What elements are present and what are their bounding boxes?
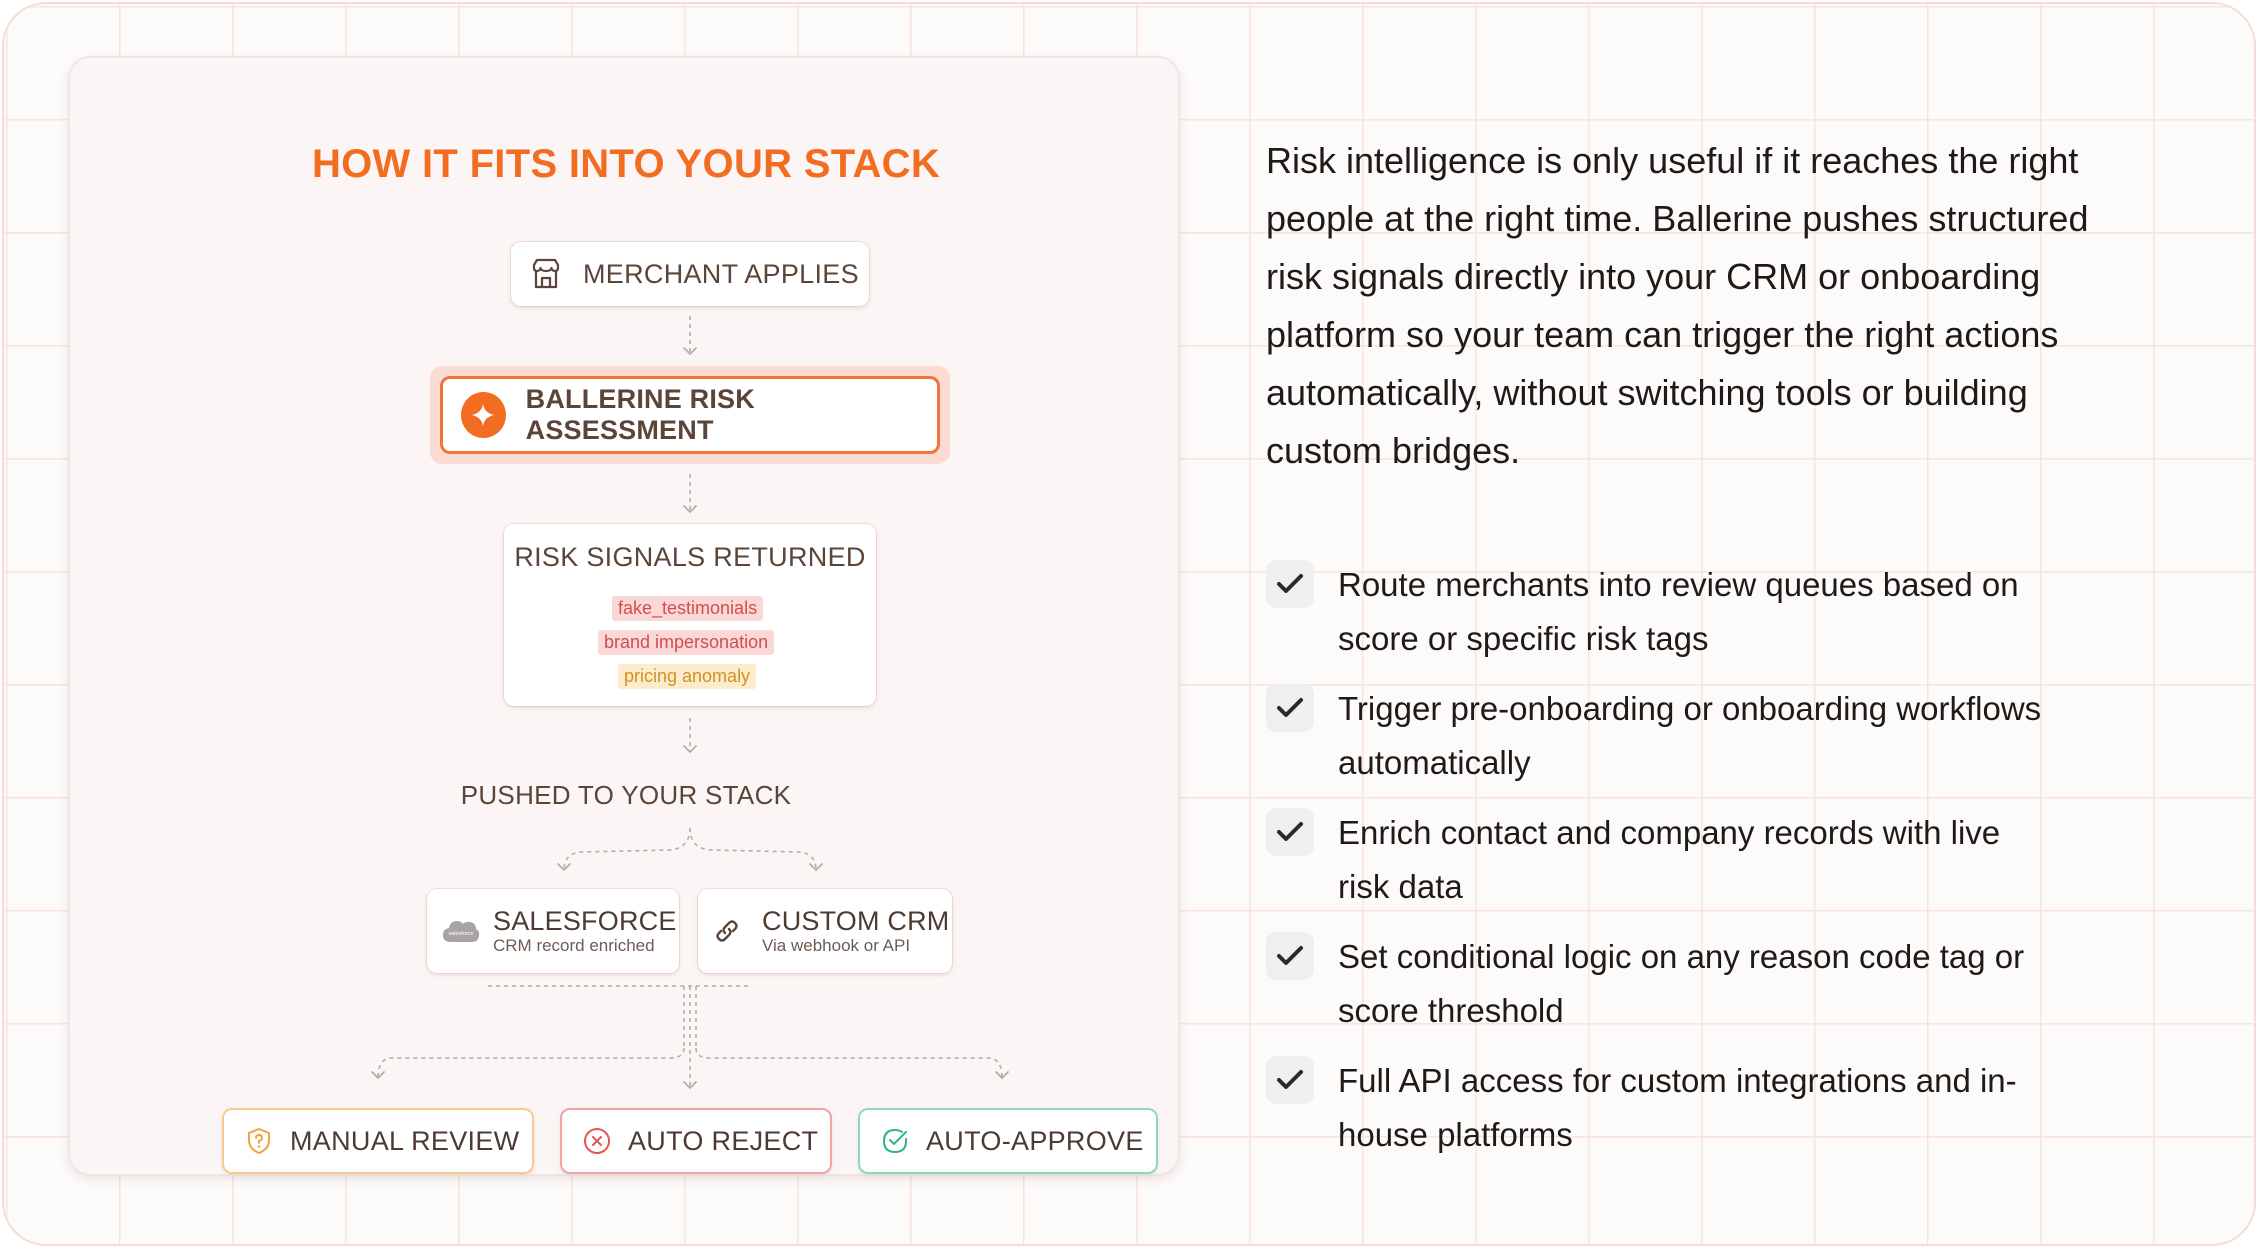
checkmark-icon: [1266, 560, 1314, 608]
pushed-heading: PUSHED TO YOUR STACK: [460, 780, 792, 810]
benefit-text: Enrich contact and company records with …: [1338, 814, 2001, 905]
intro-paragraph: Risk intelligence is only useful if it r…: [1266, 140, 2089, 471]
storefront-icon: [532, 258, 560, 289]
risk-tag: fake_testimonials: [612, 596, 764, 621]
benefit-text: Set conditional logic on any reason code…: [1338, 938, 2025, 1029]
outcome-label: MANUAL REVIEW: [290, 1125, 520, 1156]
outcome-label: AUTO REJECT: [628, 1125, 819, 1156]
salesforce-destination: salesforce SALESFORCE CRM record enriche…: [427, 889, 679, 973]
risk-signals-box: RISK SIGNALS RETURNED fake_testimonials …: [504, 524, 876, 706]
checkmark-icon: [1266, 684, 1314, 732]
risk-signals-heading: RISK SIGNALS RETURNED: [514, 542, 866, 572]
salesforce-cloud-icon: salesforce: [443, 921, 480, 942]
x-circle-icon: [584, 1128, 610, 1154]
risk-assessment-step: BALLERINE RISK ASSESSMENT: [440, 376, 940, 454]
outcome-label: AUTO-APPROVE: [926, 1125, 1144, 1156]
checkmark-icon: [1266, 932, 1314, 980]
risk-assessment-label: BALLERINE RISK ASSESSMENT: [525, 384, 755, 445]
risk-tag: brand impersonation: [598, 630, 775, 655]
flow-connectors: [371, 316, 1009, 1090]
destination-name: CUSTOM CRM: [762, 906, 950, 936]
custom-crm-destination: CUSTOM CRM Via webhook or API: [698, 889, 952, 973]
check-circle-icon: [882, 1128, 907, 1154]
svg-text:salesforce: salesforce: [448, 931, 473, 937]
checkmark-icon: [1266, 1056, 1314, 1104]
diagram-title: HOW IT FITS INTO YOUR STACK: [311, 142, 941, 186]
destination-name: SALESFORCE: [493, 906, 677, 936]
merchant-applies-label: MERCHANT APPLIES: [583, 258, 859, 289]
merchant-applies-step: MERCHANT APPLIES: [511, 242, 869, 306]
shield-question-icon: [248, 1127, 270, 1155]
risk-tag: pricing anomaly: [618, 664, 757, 689]
auto-reject-outcome: AUTO REJECT: [560, 1108, 832, 1174]
auto-approve-outcome: AUTO-APPROVE: [858, 1108, 1158, 1174]
destination-detail: Via webhook or API: [762, 936, 911, 955]
benefit-text: Full API access for custom integrations …: [1338, 1062, 2017, 1153]
benefit-text: Trigger pre-onboarding or onboarding wor…: [1338, 690, 2042, 781]
link-icon: [716, 920, 738, 942]
manual-review-outcome: MANUAL REVIEW: [222, 1108, 534, 1174]
stack-diagram-card: HOW IT FITS INTO YOUR STACK: [68, 56, 1180, 1176]
checkmark-icon: [1266, 808, 1314, 856]
benefit-text: Route merchants into review queues based…: [1338, 566, 2019, 657]
sparkle-icon: [461, 392, 506, 438]
destination-detail: CRM record enriched: [493, 936, 655, 955]
